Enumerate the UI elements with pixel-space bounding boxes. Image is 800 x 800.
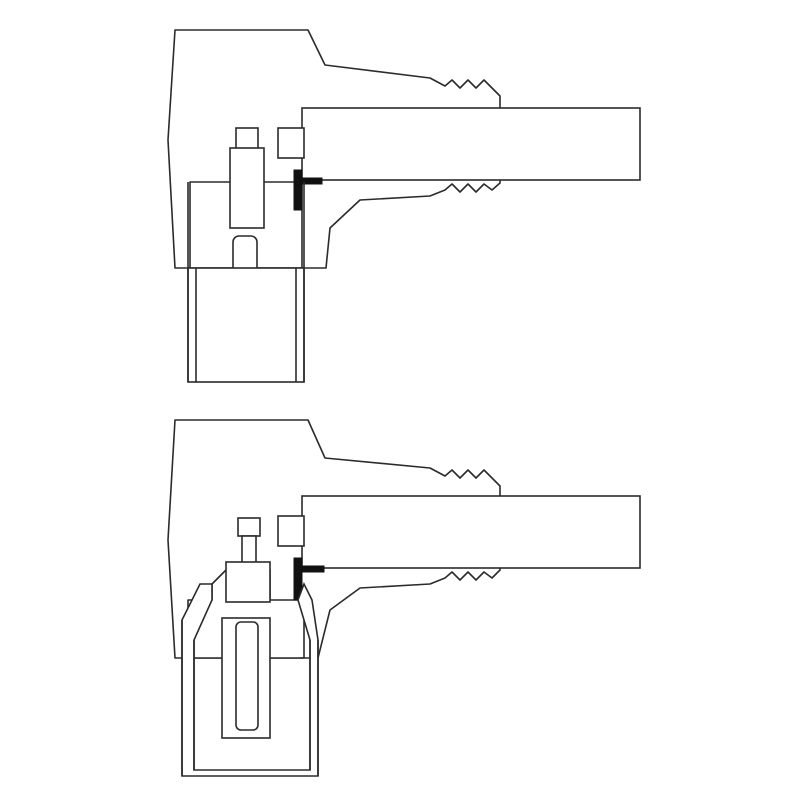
lower-assembly-view bbox=[167, 419, 641, 777]
lower-shaft bbox=[301, 495, 641, 569]
upper-seal-horizontal bbox=[299, 177, 323, 185]
upper-pin-head bbox=[235, 127, 259, 151]
upper-housing-body bbox=[167, 29, 501, 269]
upper-seal-vertical bbox=[293, 169, 303, 211]
upper-spacer-block bbox=[277, 127, 305, 159]
upper-shaft bbox=[301, 107, 641, 181]
lower-pin-collar bbox=[225, 561, 271, 603]
upper-inner-cavity bbox=[190, 112, 345, 268]
upper-pin-collar bbox=[229, 147, 265, 229]
lower-pin-neck bbox=[241, 535, 257, 565]
lower-pin-head bbox=[237, 517, 261, 537]
upper-sleeve bbox=[187, 267, 305, 383]
lower-spacer-block bbox=[277, 515, 305, 547]
upper-assembly-view bbox=[167, 29, 641, 383]
lower-pin-rod bbox=[235, 621, 259, 731]
lower-housing-body bbox=[167, 419, 501, 659]
lower-seal-horizontal bbox=[299, 565, 325, 573]
